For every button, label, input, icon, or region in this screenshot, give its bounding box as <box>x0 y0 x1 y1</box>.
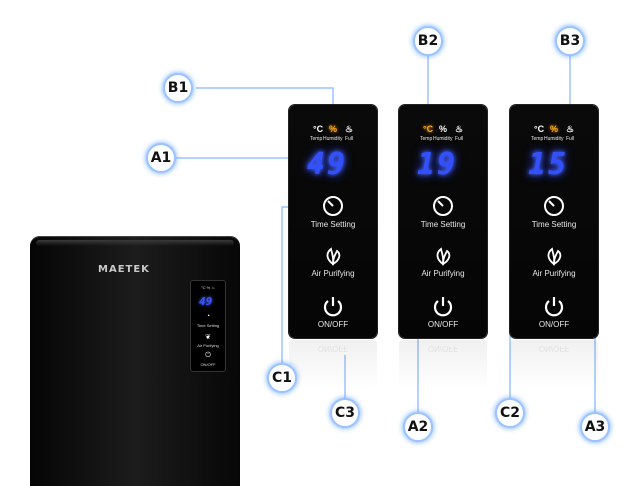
tank-full-icon: ♨ <box>566 124 575 134</box>
callout-b2: B2 <box>413 26 443 56</box>
reflection-label: ON/OFF <box>538 344 570 353</box>
callout-b3: B3 <box>555 26 585 56</box>
reflection-label: ON/OFF <box>317 344 349 353</box>
air-purifying-label: Air Purifying <box>532 269 576 278</box>
time-setting-label: Time Setting <box>531 220 577 229</box>
mini-onoff-label: ON/OFF <box>200 362 216 367</box>
panel-reflection-2: ON/OFF <box>399 340 487 390</box>
onoff-label: ON/OFF <box>427 320 459 329</box>
humidity-caption: Humidity <box>433 136 453 142</box>
temp-caption: Temp <box>310 136 323 142</box>
led-display: 19 <box>417 147 458 182</box>
timer-icon[interactable] <box>432 195 454 217</box>
air-purifying-label: Air Purifying <box>421 269 465 278</box>
power-icon[interactable] <box>322 295 344 317</box>
product-diagram: MAETEK °C % ♨ 49 ◔ Time Setting ❦ Air Pu… <box>30 26 610 486</box>
timer-icon[interactable] <box>322 195 344 217</box>
temp-caption: Temp <box>420 136 433 142</box>
humidity-indicator-icon: % <box>550 124 559 134</box>
temp-indicator-icon: °C <box>534 124 545 134</box>
callout-c3: C3 <box>330 398 360 428</box>
callout-c2: C2 <box>495 398 525 428</box>
power-icon[interactable] <box>543 295 565 317</box>
control-panel-1: °C % ♨ Temp Humidity Full 49 Time Settin… <box>289 105 377 338</box>
mini-power-icon[interactable]: ⏻ <box>205 352 211 359</box>
mini-air-label: Air Purifying <box>197 343 219 348</box>
brand-logo: MAETEK <box>98 264 150 275</box>
top-shine <box>36 240 234 246</box>
humidity-caption: Humidity <box>544 136 564 142</box>
control-panel-3: °C % ♨ Temp Humidity Full 15 Time Settin… <box>510 105 598 338</box>
onoff-label: ON/OFF <box>538 320 570 329</box>
callout-a2: A2 <box>403 412 433 442</box>
humidity-caption: Humidity <box>323 136 343 142</box>
full-caption: Full <box>455 136 464 142</box>
power-icon[interactable] <box>432 295 454 317</box>
onoff-label: ON/OFF <box>317 320 349 329</box>
air-purifying-label: Air Purifying <box>311 269 355 278</box>
leaf-icon[interactable] <box>322 245 344 267</box>
mini-leaf-icon[interactable]: ❦ <box>205 334 211 341</box>
panel-reflection-3: ON/OFF <box>510 340 598 390</box>
time-setting-label: Time Setting <box>310 220 356 229</box>
tank-full-icon: ♨ <box>455 124 464 134</box>
device-control-panel: °C % ♨ 49 ◔ Time Setting ❦ Air Purifying… <box>190 280 226 372</box>
full-caption: Full <box>345 136 354 142</box>
timer-icon[interactable] <box>543 195 565 217</box>
humidity-indicator-icon: % <box>439 124 448 134</box>
callout-a1: A1 <box>146 143 176 173</box>
control-panel-2: °C % ♨ Temp Humidity Full 19 Time Settin… <box>399 105 487 338</box>
tank-full-icon: ♨ <box>345 124 354 134</box>
mini-timer-icon[interactable]: ◔ <box>205 313 211 320</box>
callout-c1: C1 <box>267 363 297 393</box>
leaf-icon[interactable] <box>432 245 454 267</box>
led-display: 15 <box>528 147 569 182</box>
mini-indicator-row: °C % ♨ <box>201 285 215 290</box>
leaf-icon[interactable] <box>543 245 565 267</box>
mini-time-label: Time Setting <box>196 323 220 328</box>
temp-indicator-icon: °C <box>313 124 324 134</box>
temp-caption: Temp <box>531 136 544 142</box>
humidity-indicator-icon: % <box>329 124 338 134</box>
temp-indicator-icon: °C <box>423 124 434 134</box>
callout-b1: B1 <box>163 73 193 103</box>
panel-reflection-1: ON/OFF <box>289 340 377 390</box>
led-display: 49 <box>307 147 348 182</box>
reflection-label: ON/OFF <box>427 344 459 353</box>
full-caption: Full <box>566 136 575 142</box>
callout-a3: A3 <box>580 412 610 442</box>
time-setting-label: Time Setting <box>420 220 466 229</box>
mini-display: 49 <box>199 295 213 308</box>
